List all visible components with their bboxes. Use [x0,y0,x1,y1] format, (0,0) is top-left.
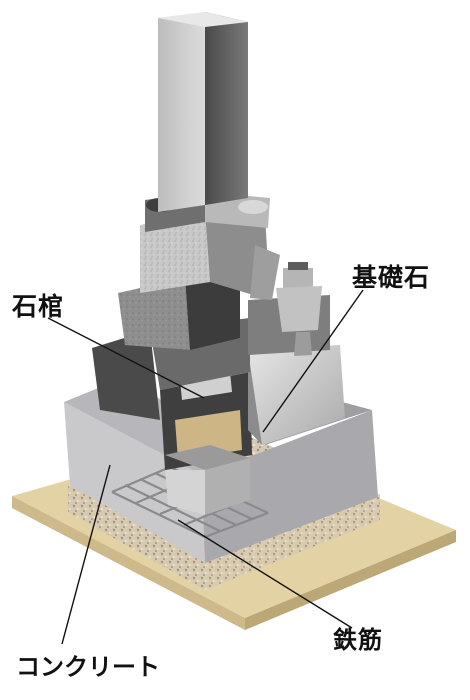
leader-lines [47,289,364,645]
leader-concrete [61,464,111,645]
flower-vase [276,262,322,356]
label-foundation-stone: 基礎石 [352,263,431,292]
upper-tier [140,210,280,300]
tall-pillar [158,12,248,212]
label-stone-coffin: 石棺 [12,292,65,321]
leader-rebar [177,519,353,629]
leader-stone-coffin [47,317,205,399]
label-rebar: 鉄筋 [333,625,383,654]
stone-coffin [160,372,252,515]
label-concrete: コンクリート [16,652,160,681]
leader-foundation-stone [262,289,364,433]
